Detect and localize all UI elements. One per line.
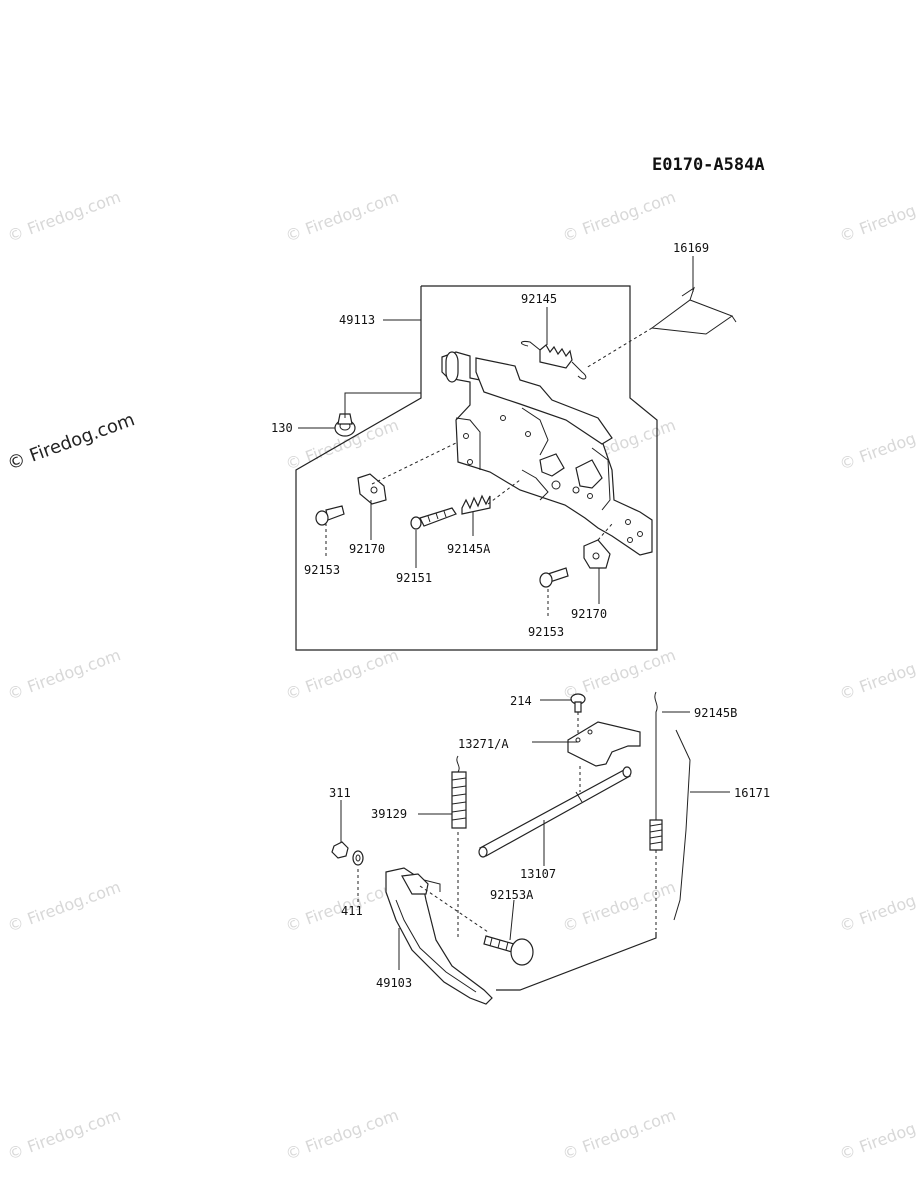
part-number-16171: 16171 <box>734 786 770 800</box>
part-number-49113: 49113 <box>339 313 375 327</box>
control-lever-assembly: 214 92145B 13271/A 16171 311 39129 13107… <box>329 691 770 1005</box>
part-number-92145: 92145 <box>521 292 557 306</box>
part-number-214: 214 <box>510 694 532 708</box>
screw-214 <box>570 693 586 713</box>
watermark: © Firedog.com <box>837 415 917 474</box>
cable-clamp-right <box>583 539 611 569</box>
control-bracket-assembly: 16169 92145 49113 130 92170 92153 92145A… <box>271 241 737 651</box>
part-number-16169: 16169 <box>673 241 709 255</box>
assembly-frame-bottom <box>496 932 657 991</box>
spring-92145B <box>649 691 663 930</box>
part-number-13107: 13107 <box>520 867 556 881</box>
control-bracket-plate <box>441 351 653 556</box>
part-number-39129: 39129 <box>371 807 407 821</box>
diagram-code: E0170-A584A <box>652 155 765 175</box>
watermark: © Firedog.com <box>5 877 123 936</box>
watermark: © Firedog.com <box>837 645 917 704</box>
part-number-49103: 49103 <box>376 976 412 990</box>
watermark: © Firedog.com <box>560 187 678 246</box>
watermark: © Firedog.com <box>283 1105 401 1164</box>
screw-left <box>315 505 345 526</box>
part-number-92170-left: 92170 <box>349 542 385 556</box>
part-number-92151: 92151 <box>396 571 432 585</box>
nut-311 <box>331 841 349 859</box>
watermark: © Firedog.com <box>5 645 123 704</box>
watermark: © Firedog.com <box>837 1105 917 1164</box>
watermark: © Firedog.com <box>283 645 401 704</box>
part-number-92153-right: 92153 <box>528 625 564 639</box>
shaft-13107 <box>478 766 632 858</box>
part-number-13271A: 13271/A <box>458 737 509 751</box>
watermark: © Firedog.com <box>283 187 401 246</box>
part-number-92145B: 92145B <box>694 706 737 720</box>
watermark: © Firedog.com <box>560 877 678 936</box>
spring-92145A <box>461 494 491 515</box>
watermark: © Firedog.com <box>837 187 917 246</box>
part-number-92153A: 92153A <box>490 888 534 902</box>
part-number-92170-right: 92170 <box>571 607 607 621</box>
watermark-prominent: © Firedog.com <box>5 409 138 475</box>
cable-clamp-left <box>357 473 387 505</box>
rod-16171 <box>673 729 691 921</box>
watermark: © Firedog.com <box>5 187 123 246</box>
watermark: © Firedog.com <box>837 877 917 936</box>
watermark: © Firedog.com <box>560 1105 678 1164</box>
part-number-411: 411 <box>341 904 363 918</box>
rod-16169 <box>585 286 737 369</box>
watermark-layer: © Firedog.com © Firedog.com © Firedog.co… <box>5 187 917 1164</box>
part-number-92145A: 92145A <box>447 542 491 556</box>
bolt-92151 <box>410 507 457 530</box>
part-number-311: 311 <box>329 786 351 800</box>
control-lever-49103 <box>385 867 493 1005</box>
watermark: © Firedog.com <box>5 1105 123 1164</box>
spring-39129 <box>451 755 467 940</box>
spring-92145 <box>521 341 587 380</box>
screw-right <box>539 567 569 588</box>
washer-411 <box>352 850 364 866</box>
plate-13271A <box>567 721 641 767</box>
part-number-130: 130 <box>271 421 293 435</box>
pin-92153A <box>483 935 534 966</box>
assembly-frame <box>295 285 658 651</box>
part-number-92153-left: 92153 <box>304 563 340 577</box>
